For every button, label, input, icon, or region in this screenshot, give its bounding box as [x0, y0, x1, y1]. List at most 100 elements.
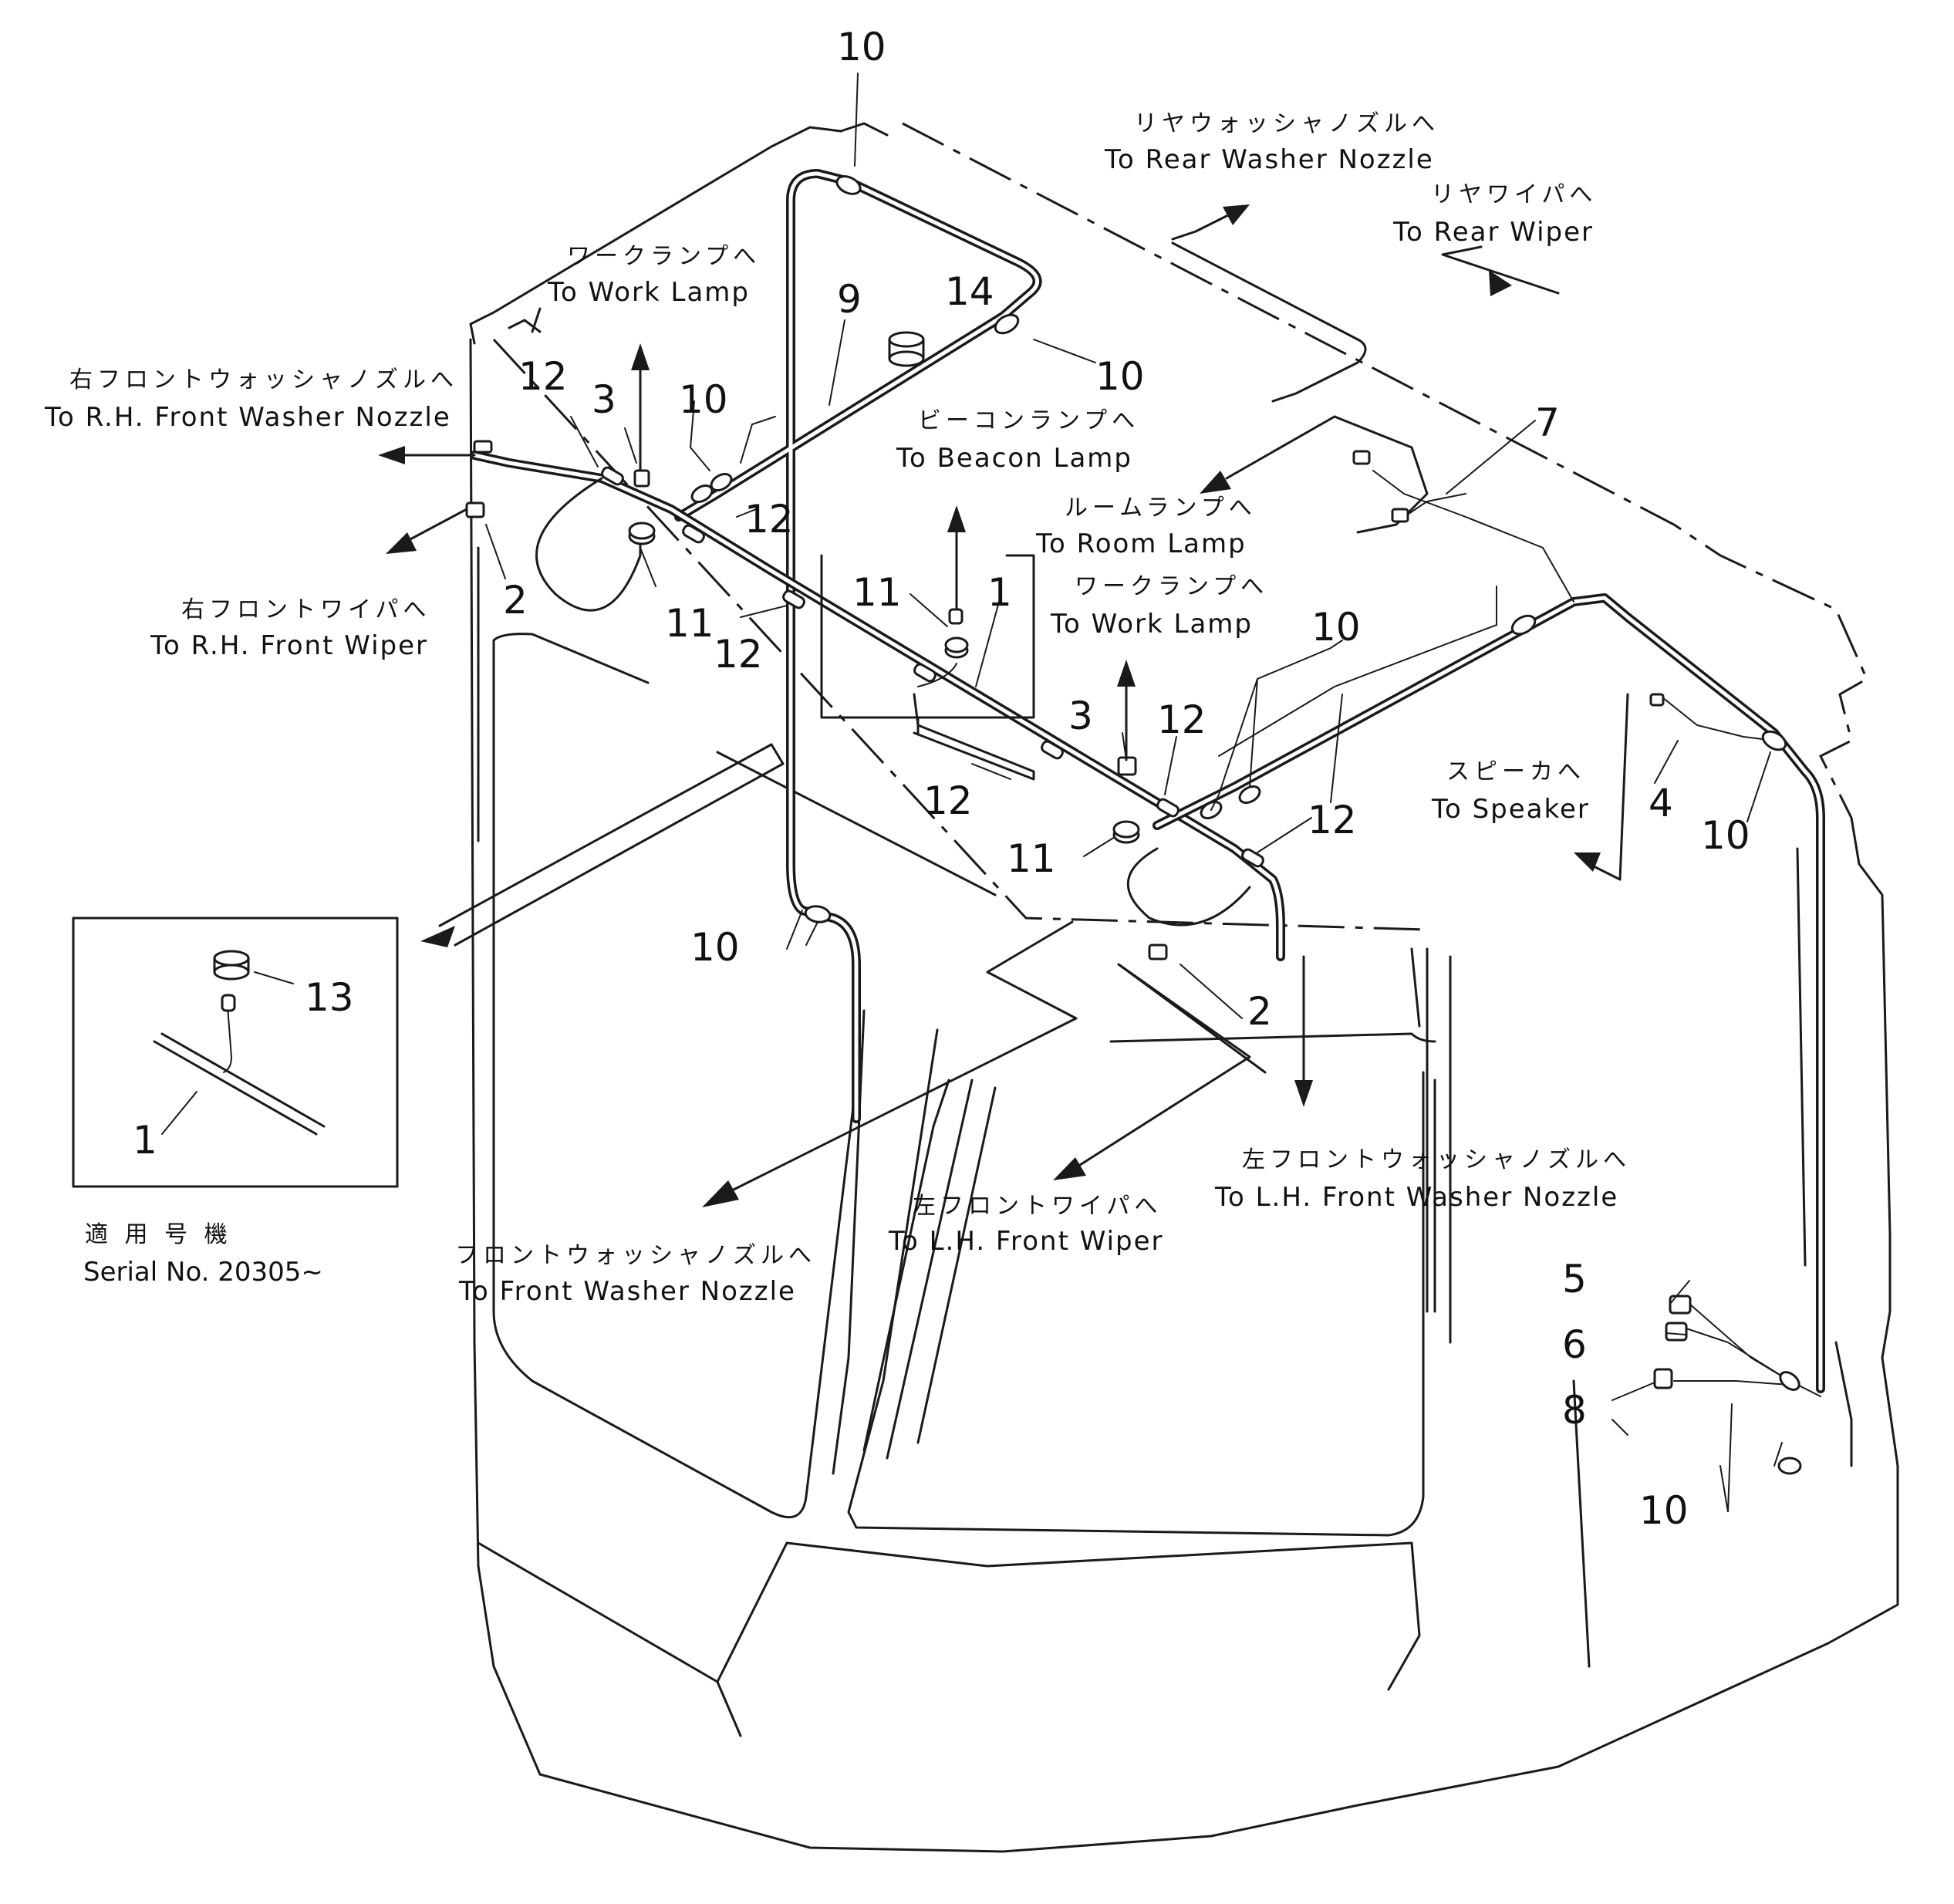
- label-speaker-jp: スピーカへ: [1446, 758, 1585, 785]
- callouts: 10 9 14 10 12 3 10 12 2 11 12 11 1 12 3 …: [133, 25, 1750, 1533]
- roof-rear-edge: [469, 122, 889, 345]
- clip-10-speaker: [1761, 730, 1787, 751]
- label-rh-wiper-en: To R.H. Front Wiper: [150, 630, 428, 661]
- callout-12: 12: [1308, 798, 1357, 842]
- roof-front-edge: [492, 338, 1428, 931]
- label-beacon-en: To Beacon Lamp: [896, 443, 1132, 474]
- inset-harness-1a: [153, 1040, 318, 1136]
- door-line-3: [916, 1086, 997, 1444]
- callout-2: 2: [503, 578, 528, 623]
- label-room-lamp-en: To Room Lamp: [1035, 528, 1247, 559]
- callout-8: 8: [1562, 1388, 1587, 1433]
- callout-10: 10: [837, 25, 886, 69]
- callout-12: 12: [744, 497, 794, 542]
- inset-harness-1b: [160, 1032, 326, 1128]
- callout-10: 10: [679, 377, 728, 422]
- door-line-2: [886, 1079, 974, 1460]
- connector-7-a: [1352, 450, 1371, 465]
- cab-right-rear-post: [1850, 816, 1892, 1359]
- label-front-washer-jp: フロントウォッシャノズルへ: [455, 1242, 816, 1269]
- label-rh-wiper-jp: 右フロントワイパへ: [181, 596, 430, 623]
- cab-left-front-post: [469, 338, 542, 1776]
- label-rear-washer-jp: リヤウォッシャノズルへ: [1134, 110, 1439, 137]
- label-work-lamp-rh-jp: ワークランプへ: [567, 243, 761, 270]
- connector-5: [1669, 1295, 1692, 1315]
- rh-wiper-loop: [535, 477, 642, 612]
- arrow-rh-wiper: [407, 508, 468, 542]
- arrow-lh-wiper: [1078, 963, 1267, 1166]
- connector-4: [1649, 693, 1665, 707]
- door-line-1: [862, 1079, 950, 1452]
- splice-12-d: [913, 663, 937, 683]
- connector-6: [1665, 1322, 1688, 1342]
- label-room-lamp-jp: ルームランプへ: [1065, 495, 1257, 522]
- label-rear-wiper-en: To Rear Wiper: [1392, 217, 1594, 248]
- callout-11: 11: [852, 570, 902, 615]
- label-lh-washer-jp: 左フロントウォッシャノズルへ: [1242, 1146, 1631, 1173]
- callout-13: 13: [305, 975, 354, 1020]
- arrow-front-washer: [727, 920, 1078, 1193]
- callout-1: 1: [133, 1118, 157, 1163]
- clip-10-rear: [1510, 614, 1537, 636]
- callout-3: 3: [592, 377, 616, 422]
- callout-6: 6: [1562, 1322, 1587, 1367]
- label-front-washer-en: To Front Washer Nozzle: [458, 1276, 796, 1307]
- lower-left-panel: [477, 1541, 742, 1737]
- door-line-4: [1410, 947, 1421, 1028]
- lh-wiper-loop: [1127, 847, 1251, 927]
- clip-10-post: [804, 905, 832, 923]
- door-top: [1109, 1032, 1436, 1043]
- label-lh-wiper-jp: 左フロントワイパへ: [913, 1193, 1162, 1220]
- wiper-connector-2-lh: [1148, 944, 1168, 960]
- beacon-lamp-lead: [917, 663, 957, 687]
- inset-detail: [72, 917, 399, 1188]
- label-speaker-en: To Speaker: [1431, 794, 1590, 825]
- leader-lines: [485, 73, 1783, 1513]
- rear-lower: [1834, 1341, 1853, 1467]
- arrow-room-lamp: [1225, 415, 1336, 480]
- speaker-wire: [1658, 694, 1775, 741]
- label-rh-washer-en: To R.H. Front Washer Nozzle: [44, 402, 451, 433]
- callout-1: 1: [987, 570, 1012, 615]
- callout-10: 10: [690, 925, 740, 970]
- callout-12: 12: [714, 632, 763, 677]
- lower-right-post: [1572, 1379, 1591, 1668]
- rear-post-inner: [1796, 847, 1807, 1267]
- label-rh-washer-jp: 右フロントウォッシャノズルへ: [69, 366, 458, 393]
- callout-4: 4: [1649, 781, 1673, 825]
- callout-10: 10: [1701, 813, 1750, 858]
- callout-10: 10: [1095, 354, 1145, 399]
- label-lh-washer-en: To L.H. Front Washer Nozzle: [1214, 1182, 1618, 1213]
- inset-cap-13: [213, 964, 250, 981]
- callout-12: 12: [518, 354, 568, 399]
- clip-10-right: [1238, 785, 1261, 804]
- windshield-top: [492, 633, 650, 684]
- arrow-inset-pointer: [438, 743, 773, 927]
- splice-12-e: [1041, 740, 1064, 760]
- clip-10-top: [835, 175, 862, 195]
- work-lamp-connector-3-rh: [633, 469, 650, 488]
- windshield-frame: [492, 639, 862, 1519]
- callout-9: 9: [837, 277, 862, 322]
- label-lh-wiper-en: To L.H. Front Wiper: [888, 1226, 1164, 1257]
- clip-10-lower: [1779, 1371, 1800, 1391]
- callout-10: 10: [1311, 605, 1361, 650]
- arrow-rear-washer: [1171, 211, 1236, 241]
- inset-connector: [221, 994, 236, 1012]
- lower-front-panel-left: [716, 1541, 788, 1683]
- windshield-top-mid: [716, 751, 997, 896]
- splice-12-b: [682, 524, 705, 544]
- label-work-lamp-rh-en: To Work Lamp: [547, 277, 750, 308]
- arrows: [378, 204, 1629, 1207]
- clip-10-mid: [994, 313, 1020, 335]
- destination-labels: リヤウォッシャノズルへ To Rear Washer Nozzle リヤワイパへ…: [44, 110, 1631, 1307]
- arrow-speaker-line: [1588, 693, 1629, 881]
- label-rear-wiper-jp: リヤワイパへ: [1431, 181, 1597, 208]
- inset-applicable-label: 適 用 号 機: [85, 1221, 232, 1248]
- callout-2: 2: [1247, 989, 1272, 1034]
- callout-11: 11: [1007, 836, 1056, 881]
- inset-lead: [223, 1006, 233, 1073]
- connector-8: [1653, 1368, 1673, 1389]
- wiper-connector-2-rh: [465, 501, 485, 518]
